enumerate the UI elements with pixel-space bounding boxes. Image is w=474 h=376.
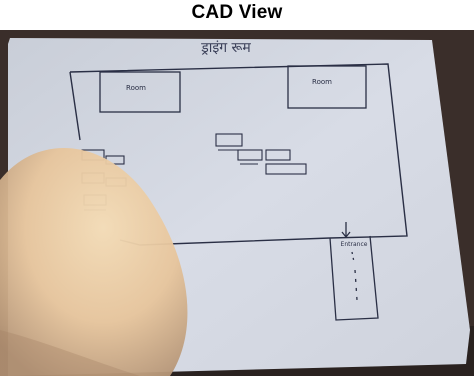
cad-view-title: CAD View [191, 2, 283, 23]
hand-foreground [0, 147, 188, 376]
room-top-left-label: Room [126, 84, 146, 92]
entrance-label: Entrance [341, 241, 368, 248]
room-top-right-label: Room [312, 78, 332, 86]
sketch-heading: ड्राइंग रूम [200, 40, 251, 56]
camera-photo: ड्राइंग रूम Room Room [0, 30, 474, 376]
room-top-left [99, 71, 181, 113]
entrance-corridor [329, 222, 379, 321]
room-top-right [287, 65, 367, 109]
hand-shadow [0, 330, 140, 376]
photo-scene: ड्राइंग रूम Room Room [0, 30, 474, 376]
center-furniture [215, 133, 307, 175]
